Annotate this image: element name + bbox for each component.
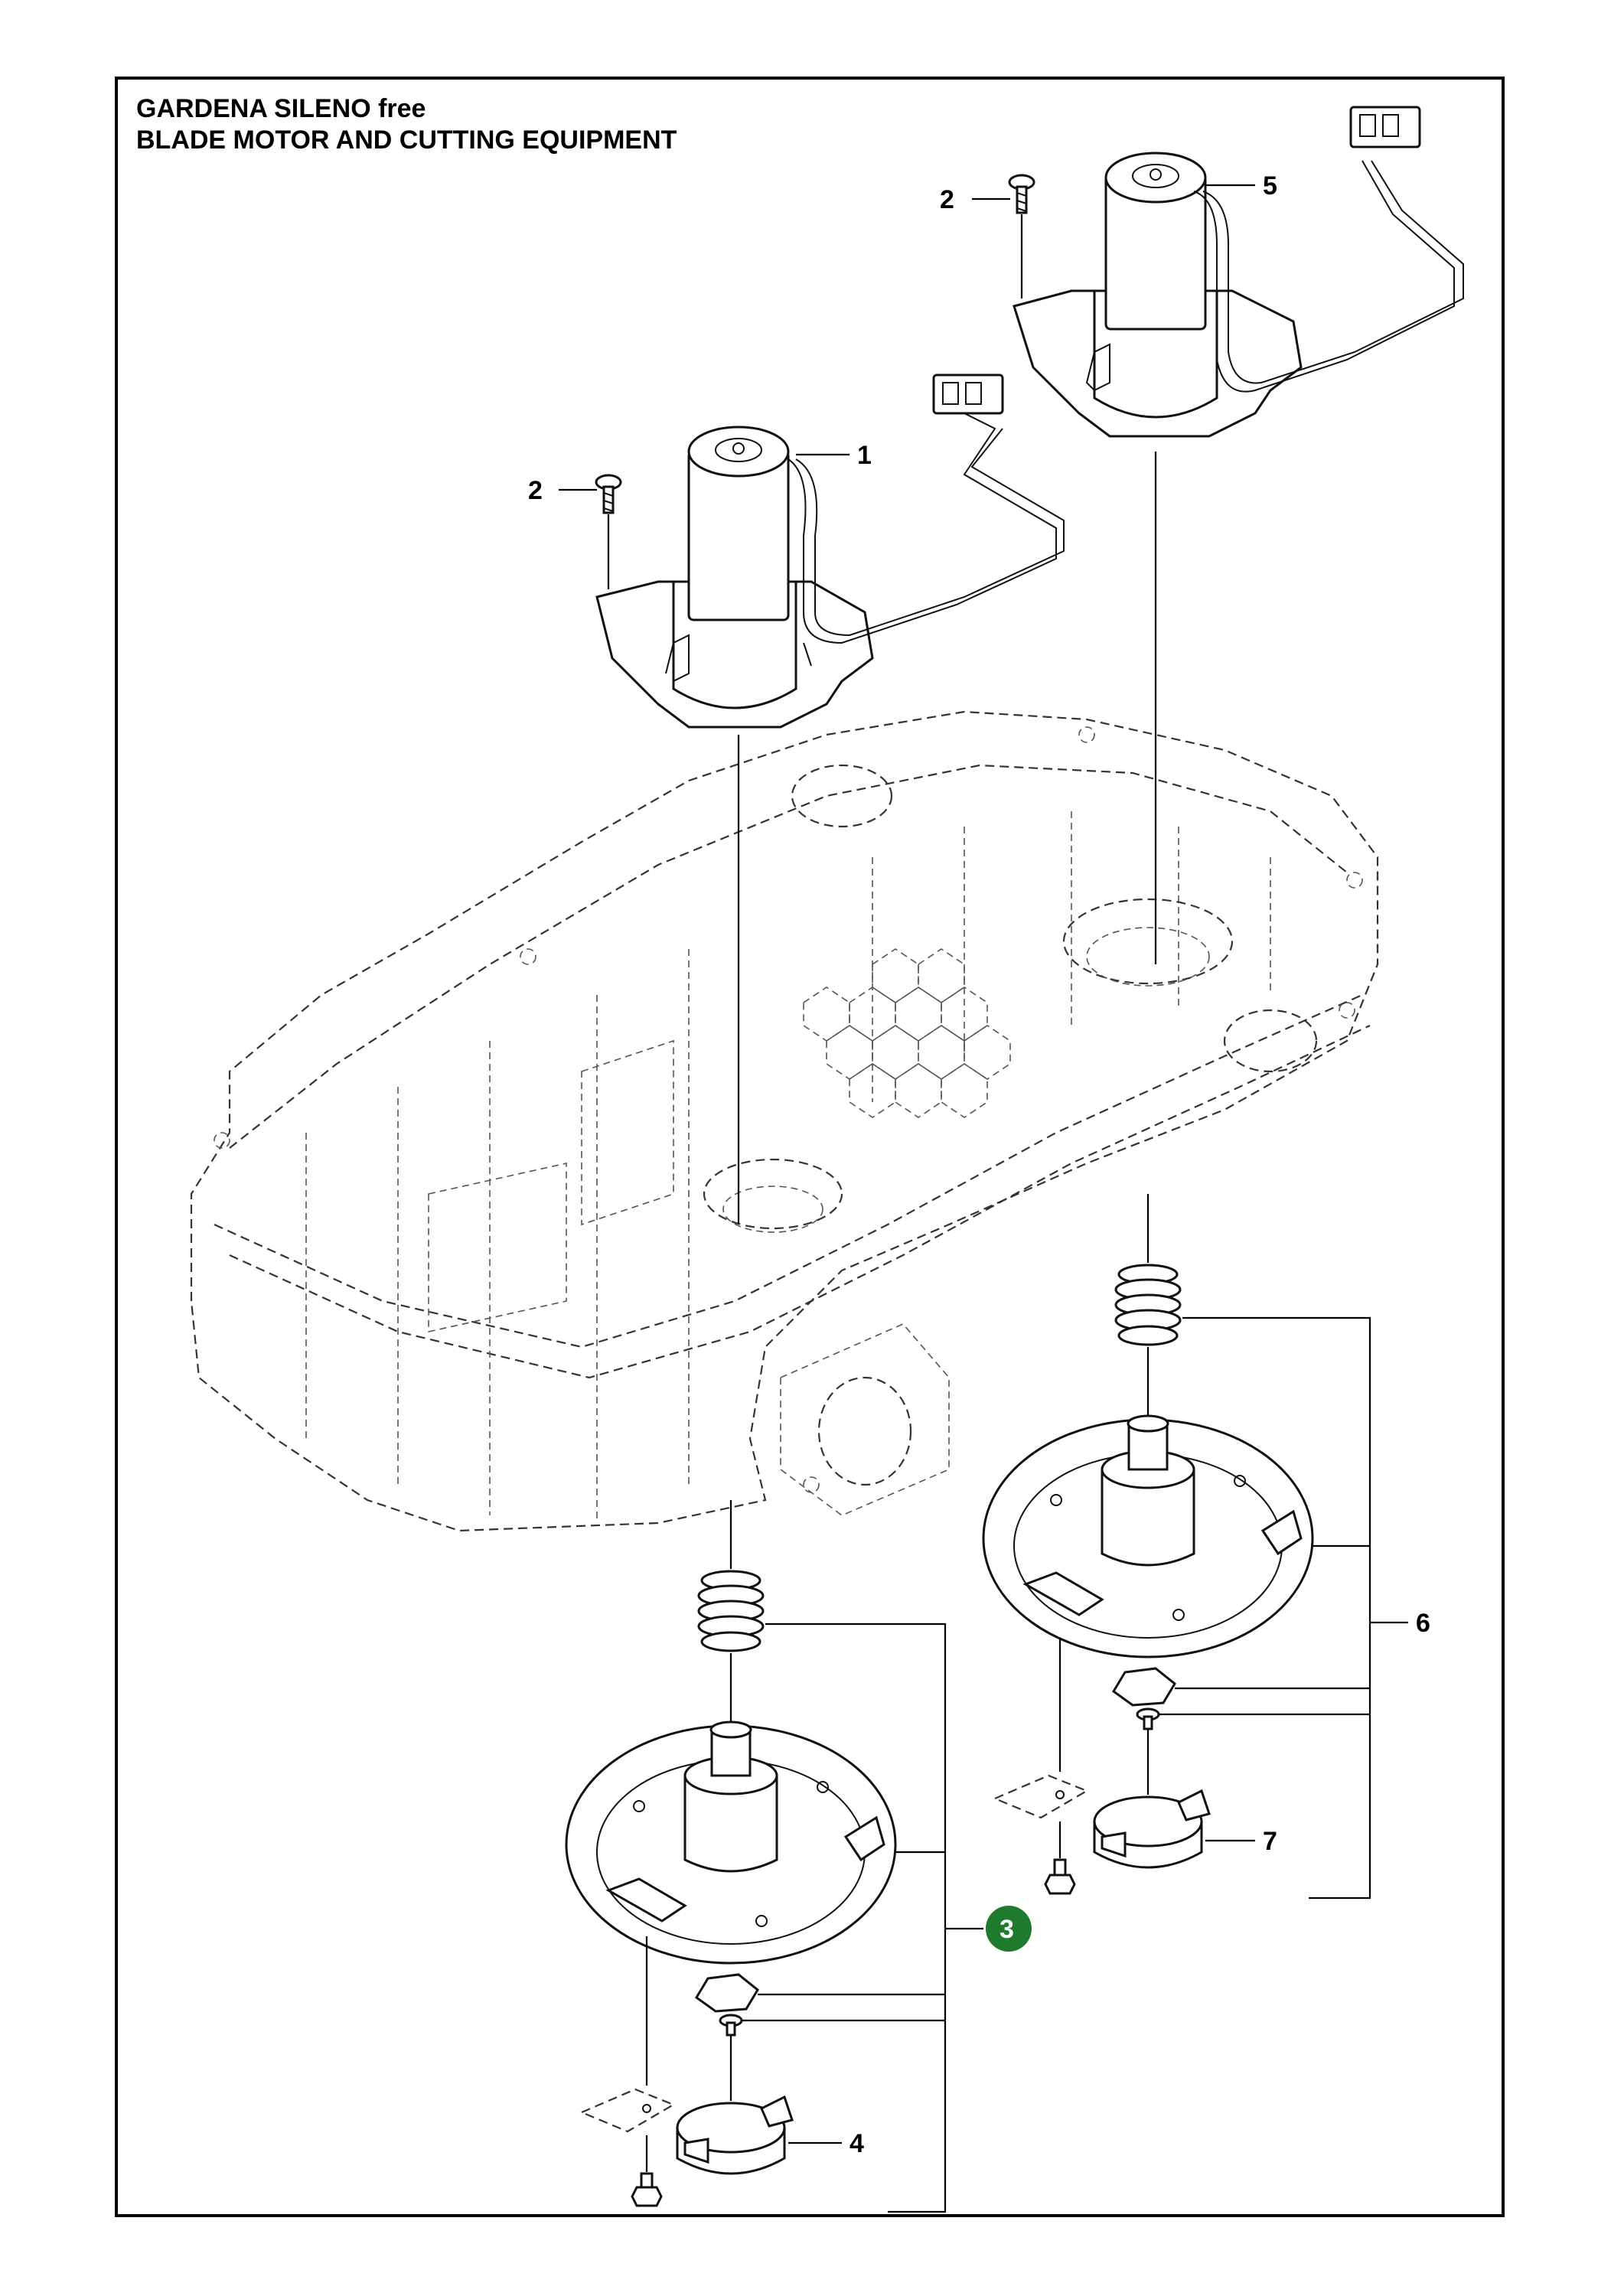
callout-3-highlight — [986, 1906, 1032, 1952]
callout-6: 6 — [1416, 1609, 1430, 1638]
blade-shield-right — [993, 1774, 1089, 1895]
callouts: 1 2 2 3 4 5 6 7 — [528, 171, 1430, 2158]
washer-screw-right — [1136, 1707, 1160, 1730]
callout-4: 4 — [850, 2129, 864, 2158]
drawing-frame — [115, 77, 1505, 2217]
title-block: GARDENA SILENO free BLADE MOTOR AND CUTT… — [136, 93, 677, 156]
callout-2-left: 2 — [528, 476, 543, 505]
title-model: GARDENA SILENO free — [136, 94, 426, 123]
title-section: BLADE MOTOR AND CUTTING EQUIPMENT — [136, 126, 677, 155]
callout-2-right: 2 — [940, 185, 954, 214]
spring-left — [697, 1570, 765, 1652]
screw-2-right — [1008, 174, 1035, 214]
callout-1: 1 — [857, 441, 872, 470]
screw-2-left — [595, 474, 622, 514]
chassis-ghost — [190, 710, 1379, 1532]
blade-guard-cap-7 — [1093, 1789, 1211, 1869]
nut-right — [1112, 1667, 1176, 1707]
blade-motor-5 — [1013, 106, 1464, 438]
assembly-axes — [607, 214, 1157, 2172]
leader-lines — [559, 184, 1408, 2213]
callout-7: 7 — [1263, 1827, 1277, 1856]
spring-right — [1114, 1264, 1182, 1346]
blade-guard-cap-4 — [676, 2095, 794, 2175]
callout-3: 3 — [1000, 1915, 1014, 1944]
blade-disc-assembly-right — [982, 1264, 1314, 1895]
blade-shield-left — [579, 2088, 676, 2207]
blade-disc-assembly-left — [565, 1570, 897, 2207]
blade-motor-1 — [595, 373, 1065, 729]
washer-screw-left — [719, 2014, 743, 2037]
callout-5: 5 — [1263, 171, 1277, 201]
nut-left — [695, 1973, 759, 2013]
